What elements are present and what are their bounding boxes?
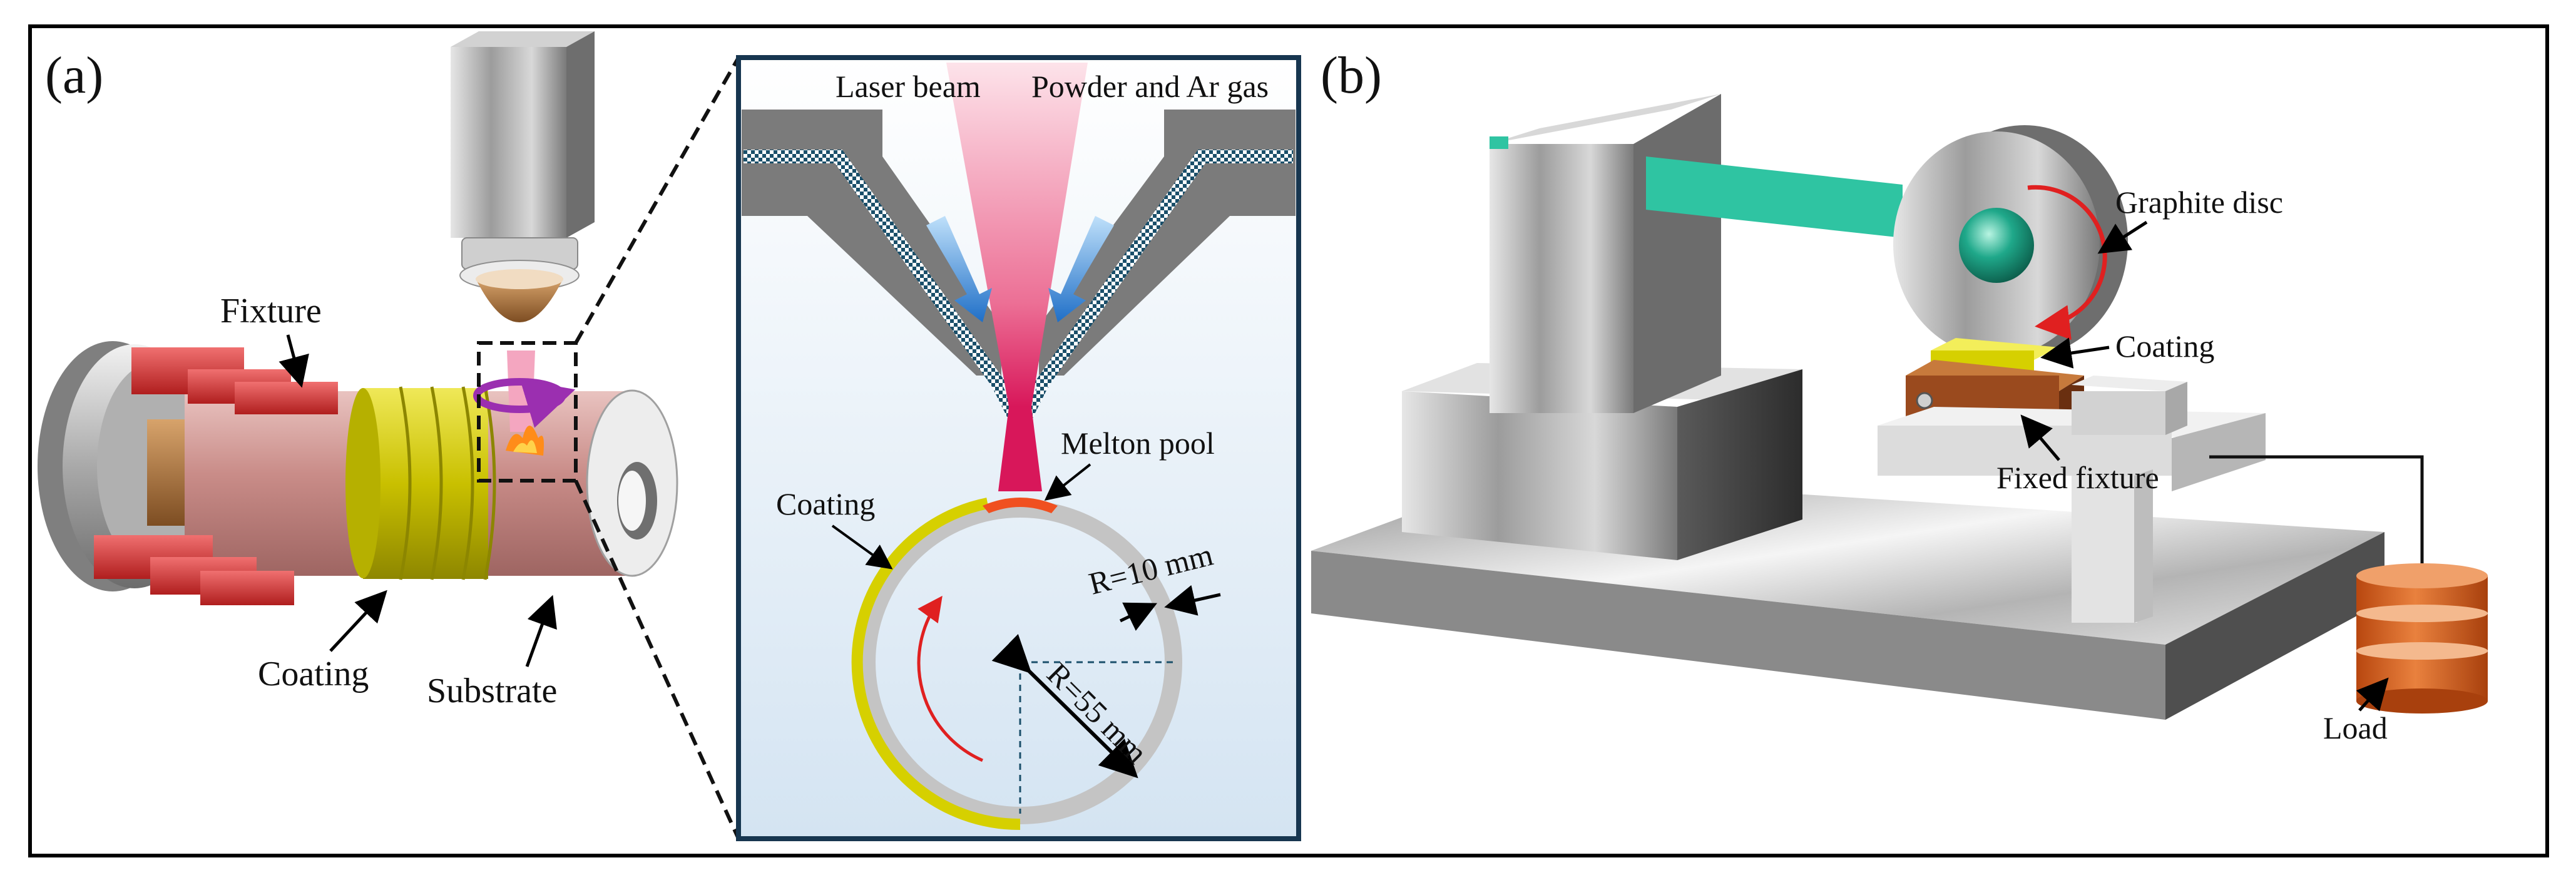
fixed-fixture-label: Fixed fixture [1996,460,2159,495]
load-weights [2356,563,2488,714]
load-pointer [2356,677,2389,712]
melt-pool-pointer [1044,463,1091,501]
zoom-line-top [574,56,740,344]
rotation-arrow-inset [917,595,984,762]
coating-label-a: Coating [258,655,369,693]
laser-beam [946,63,1088,407]
laser-beam-label: Laser beam [836,69,981,104]
coating-pointer-inset [831,524,893,570]
inset-panel: Laser beam Powder and Ar gas Melton pool… [736,55,1301,841]
coating-label-inset: Coating [776,486,875,521]
panel-a-tag: (a) [45,46,103,105]
substrate-label: Substrate [427,672,557,710]
laser-focus [998,407,1042,491]
coating-label-b: Coating [2115,329,2214,364]
zoom-box [477,341,578,483]
loading-arm [1646,156,1903,238]
load-cable [2209,455,2424,573]
zoom-line-bottom [574,479,740,840]
substrate-pointer [525,595,557,667]
fixed-fixture-pointer [2020,414,2060,461]
panel-b-tag: (b) [1321,46,1382,105]
fixture-pointer [279,334,309,388]
fixture-label: Fixture [220,292,322,330]
coating-pointer-a [329,590,387,652]
substrate-ring [858,500,1182,824]
panel-a: (a) [38,31,740,840]
powder-flow-arrow-right [1048,216,1114,322]
radius-55-arrow [991,633,1138,779]
powder-nozzle [742,110,1296,428]
graphite-disc-label: Graphite disc [2115,185,2283,220]
coating-pointer-b [2040,337,2110,369]
powder-gas-label: Powder and Ar gas [1031,69,1269,104]
graphite-disc [1893,125,2128,357]
melt-pool [983,498,1058,513]
graphite-disc-pointer [2097,220,2148,254]
laser-head [451,31,595,322]
coating-bands [345,386,496,580]
load-label: Load [2323,710,2388,745]
radius-10-arrow [1119,602,1158,631]
vertical-column [1490,94,1721,413]
melt-pool-label: Melton pool [1061,426,1215,461]
powder-flow-arrow-left [926,216,992,322]
coating-arc [851,498,1021,831]
panel-b: (b) [1311,46,2488,745]
